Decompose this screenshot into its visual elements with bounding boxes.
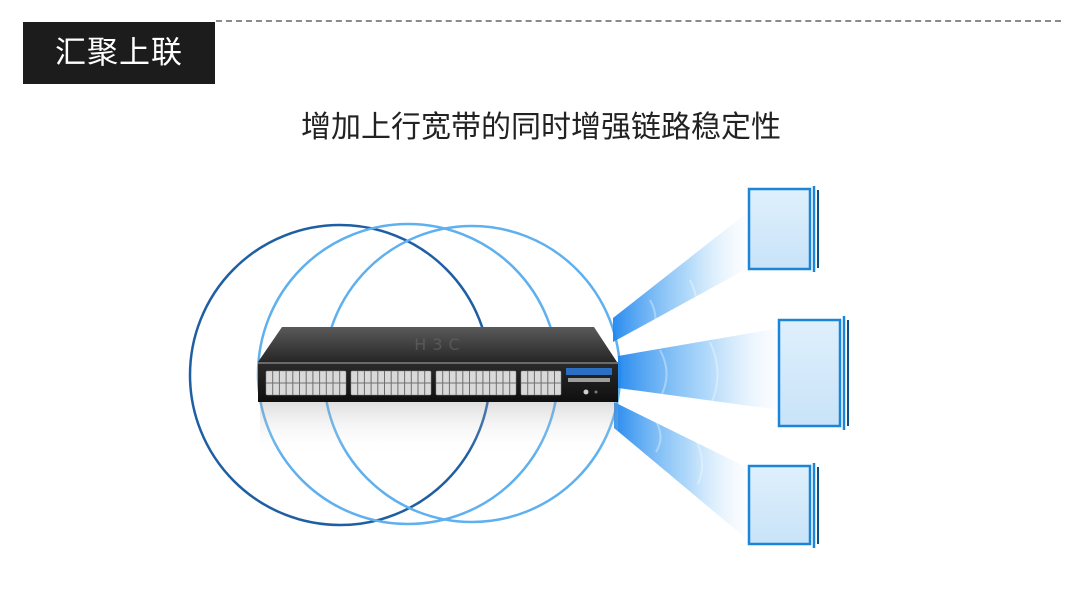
switch-icon: H3C bbox=[258, 327, 618, 402]
page-subtitle: 增加上行宽带的同时增强链路稳定性 bbox=[301, 110, 781, 145]
beam-top bbox=[613, 212, 748, 342]
laptop-icon bbox=[777, 316, 849, 430]
laptop-icon bbox=[747, 186, 819, 272]
beam-middle bbox=[618, 328, 780, 410]
switch-reflection bbox=[260, 400, 618, 455]
section-tag: 汇聚上联 bbox=[23, 22, 215, 84]
dashed-divider bbox=[216, 20, 1061, 22]
laptop-icon bbox=[747, 463, 819, 548]
beam-bottom bbox=[614, 402, 748, 540]
signal-beams bbox=[613, 212, 780, 540]
svg-text:H3C: H3C bbox=[414, 335, 465, 354]
